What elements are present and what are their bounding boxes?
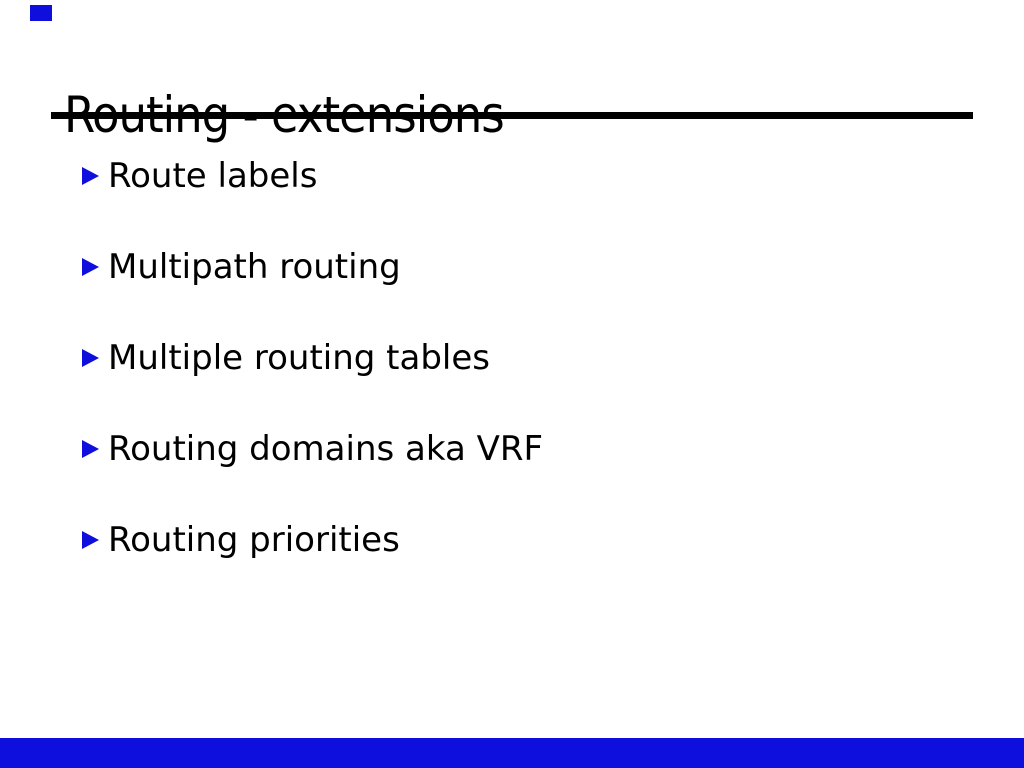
bullet-label: Multipath routing [108,247,401,287]
bullet-triangle-icon [82,440,99,458]
list-item: Routing domains aka VRF [82,429,543,469]
bullet-label: Routing domains aka VRF [108,429,544,469]
bullet-triangle-icon [82,349,99,367]
bullet-label: Multiple routing tables [108,338,490,378]
bullet-triangle-icon [82,258,99,276]
slide-corner-mark [30,5,52,21]
list-item: Route labels [82,156,543,196]
list-item: Multiple routing tables [82,338,543,378]
title-underline [51,112,973,119]
bullet-list: Route labels Multipath routing Multiple … [82,156,543,611]
list-item: Routing priorities [82,520,543,560]
bullet-triangle-icon [82,531,99,549]
list-item: Multipath routing [82,247,543,287]
bullet-label: Route labels [108,156,318,196]
bullet-label: Routing priorities [108,520,400,560]
bullet-triangle-icon [82,167,99,185]
footer-bar [0,738,1024,768]
